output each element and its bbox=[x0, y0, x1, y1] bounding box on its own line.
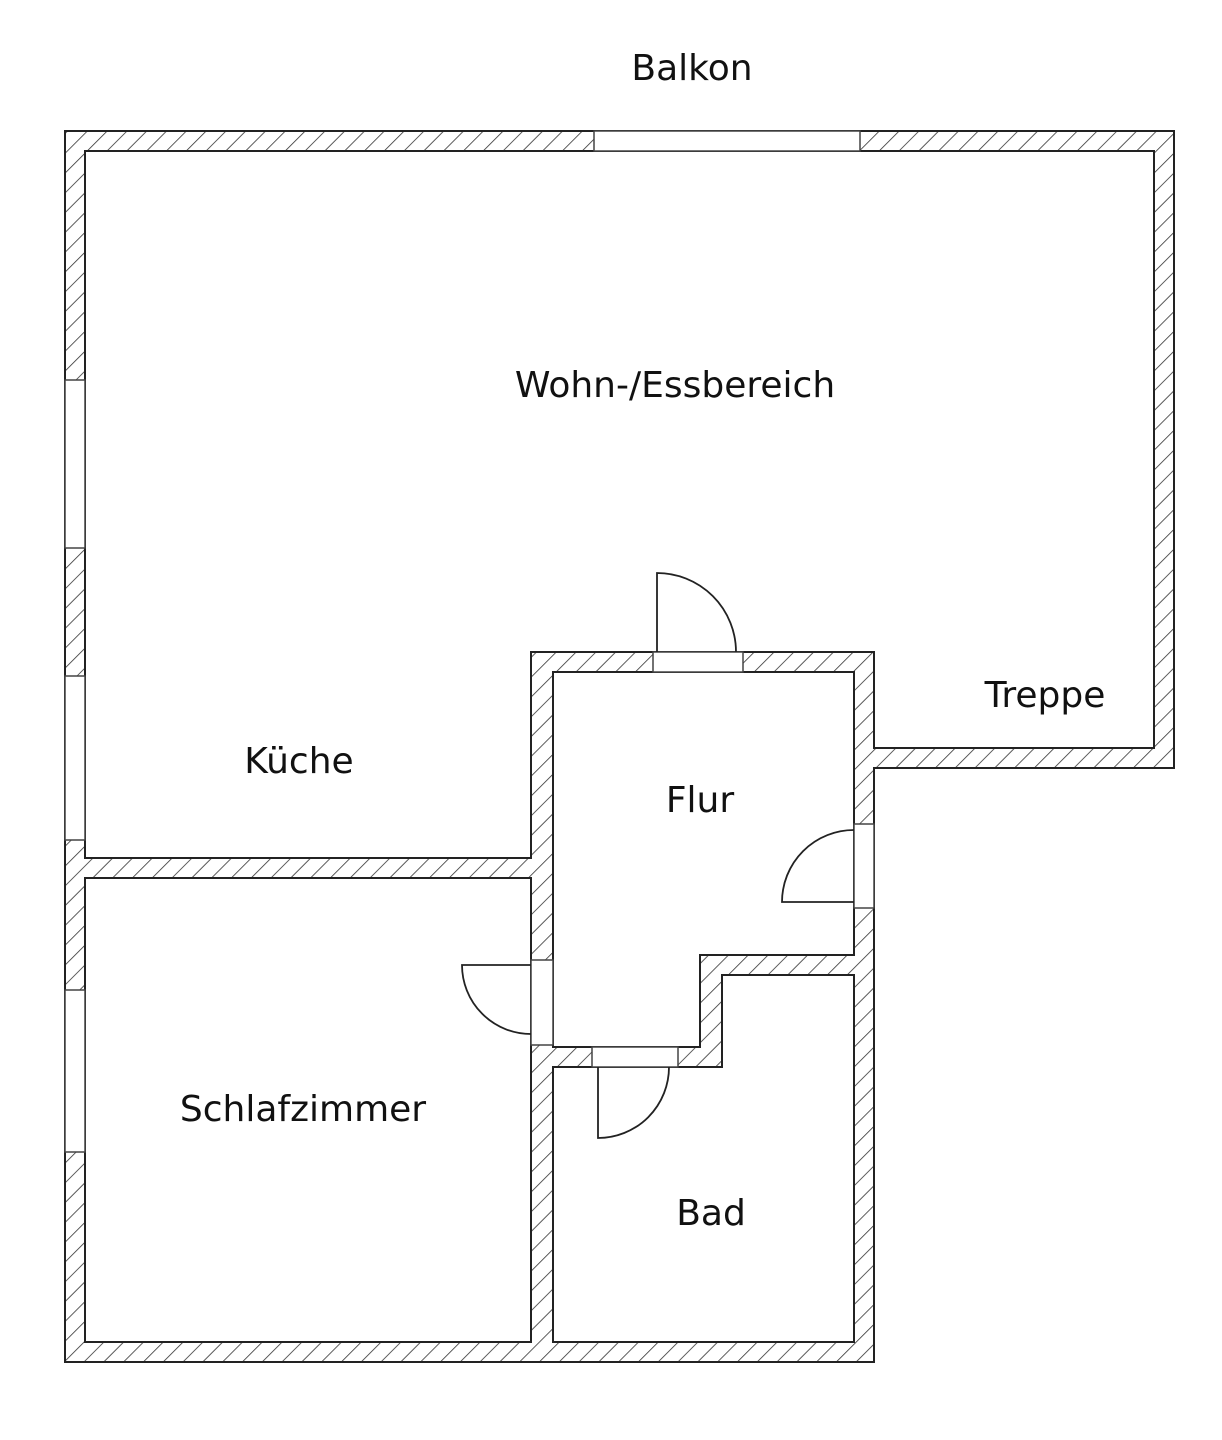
room-flur bbox=[552, 671, 855, 1048]
label-bad: Bad bbox=[676, 1193, 746, 1234]
room-bad bbox=[552, 974, 855, 1343]
window-left-3 bbox=[64, 989, 86, 1153]
window-left-2 bbox=[64, 675, 86, 841]
label-wohn-essbereich: Wohn-/Essbereich bbox=[515, 365, 835, 406]
room-wohn-kueche bbox=[84, 150, 1155, 859]
door-swing-bad bbox=[597, 1066, 670, 1139]
room-schlafzimmer bbox=[84, 877, 532, 1343]
door-swing-flur-top bbox=[656, 572, 737, 653]
label-flur: Flur bbox=[666, 780, 735, 821]
label-balkon: Balkon bbox=[631, 48, 752, 89]
label-schlafzimmer: Schlafzimmer bbox=[180, 1089, 426, 1130]
door-opening-schlafzimmer bbox=[530, 959, 554, 1046]
window-left-1 bbox=[64, 379, 86, 549]
door-opening-flur-top bbox=[652, 651, 744, 673]
label-kueche: Küche bbox=[244, 741, 353, 782]
door-swing-flur-right bbox=[781, 829, 855, 903]
door-swing-schlafzimmer bbox=[461, 964, 532, 1035]
door-opening-flur-right bbox=[853, 823, 875, 909]
label-treppe: Treppe bbox=[984, 675, 1106, 716]
balcony-window bbox=[593, 130, 861, 152]
door-opening-bad bbox=[591, 1046, 679, 1068]
